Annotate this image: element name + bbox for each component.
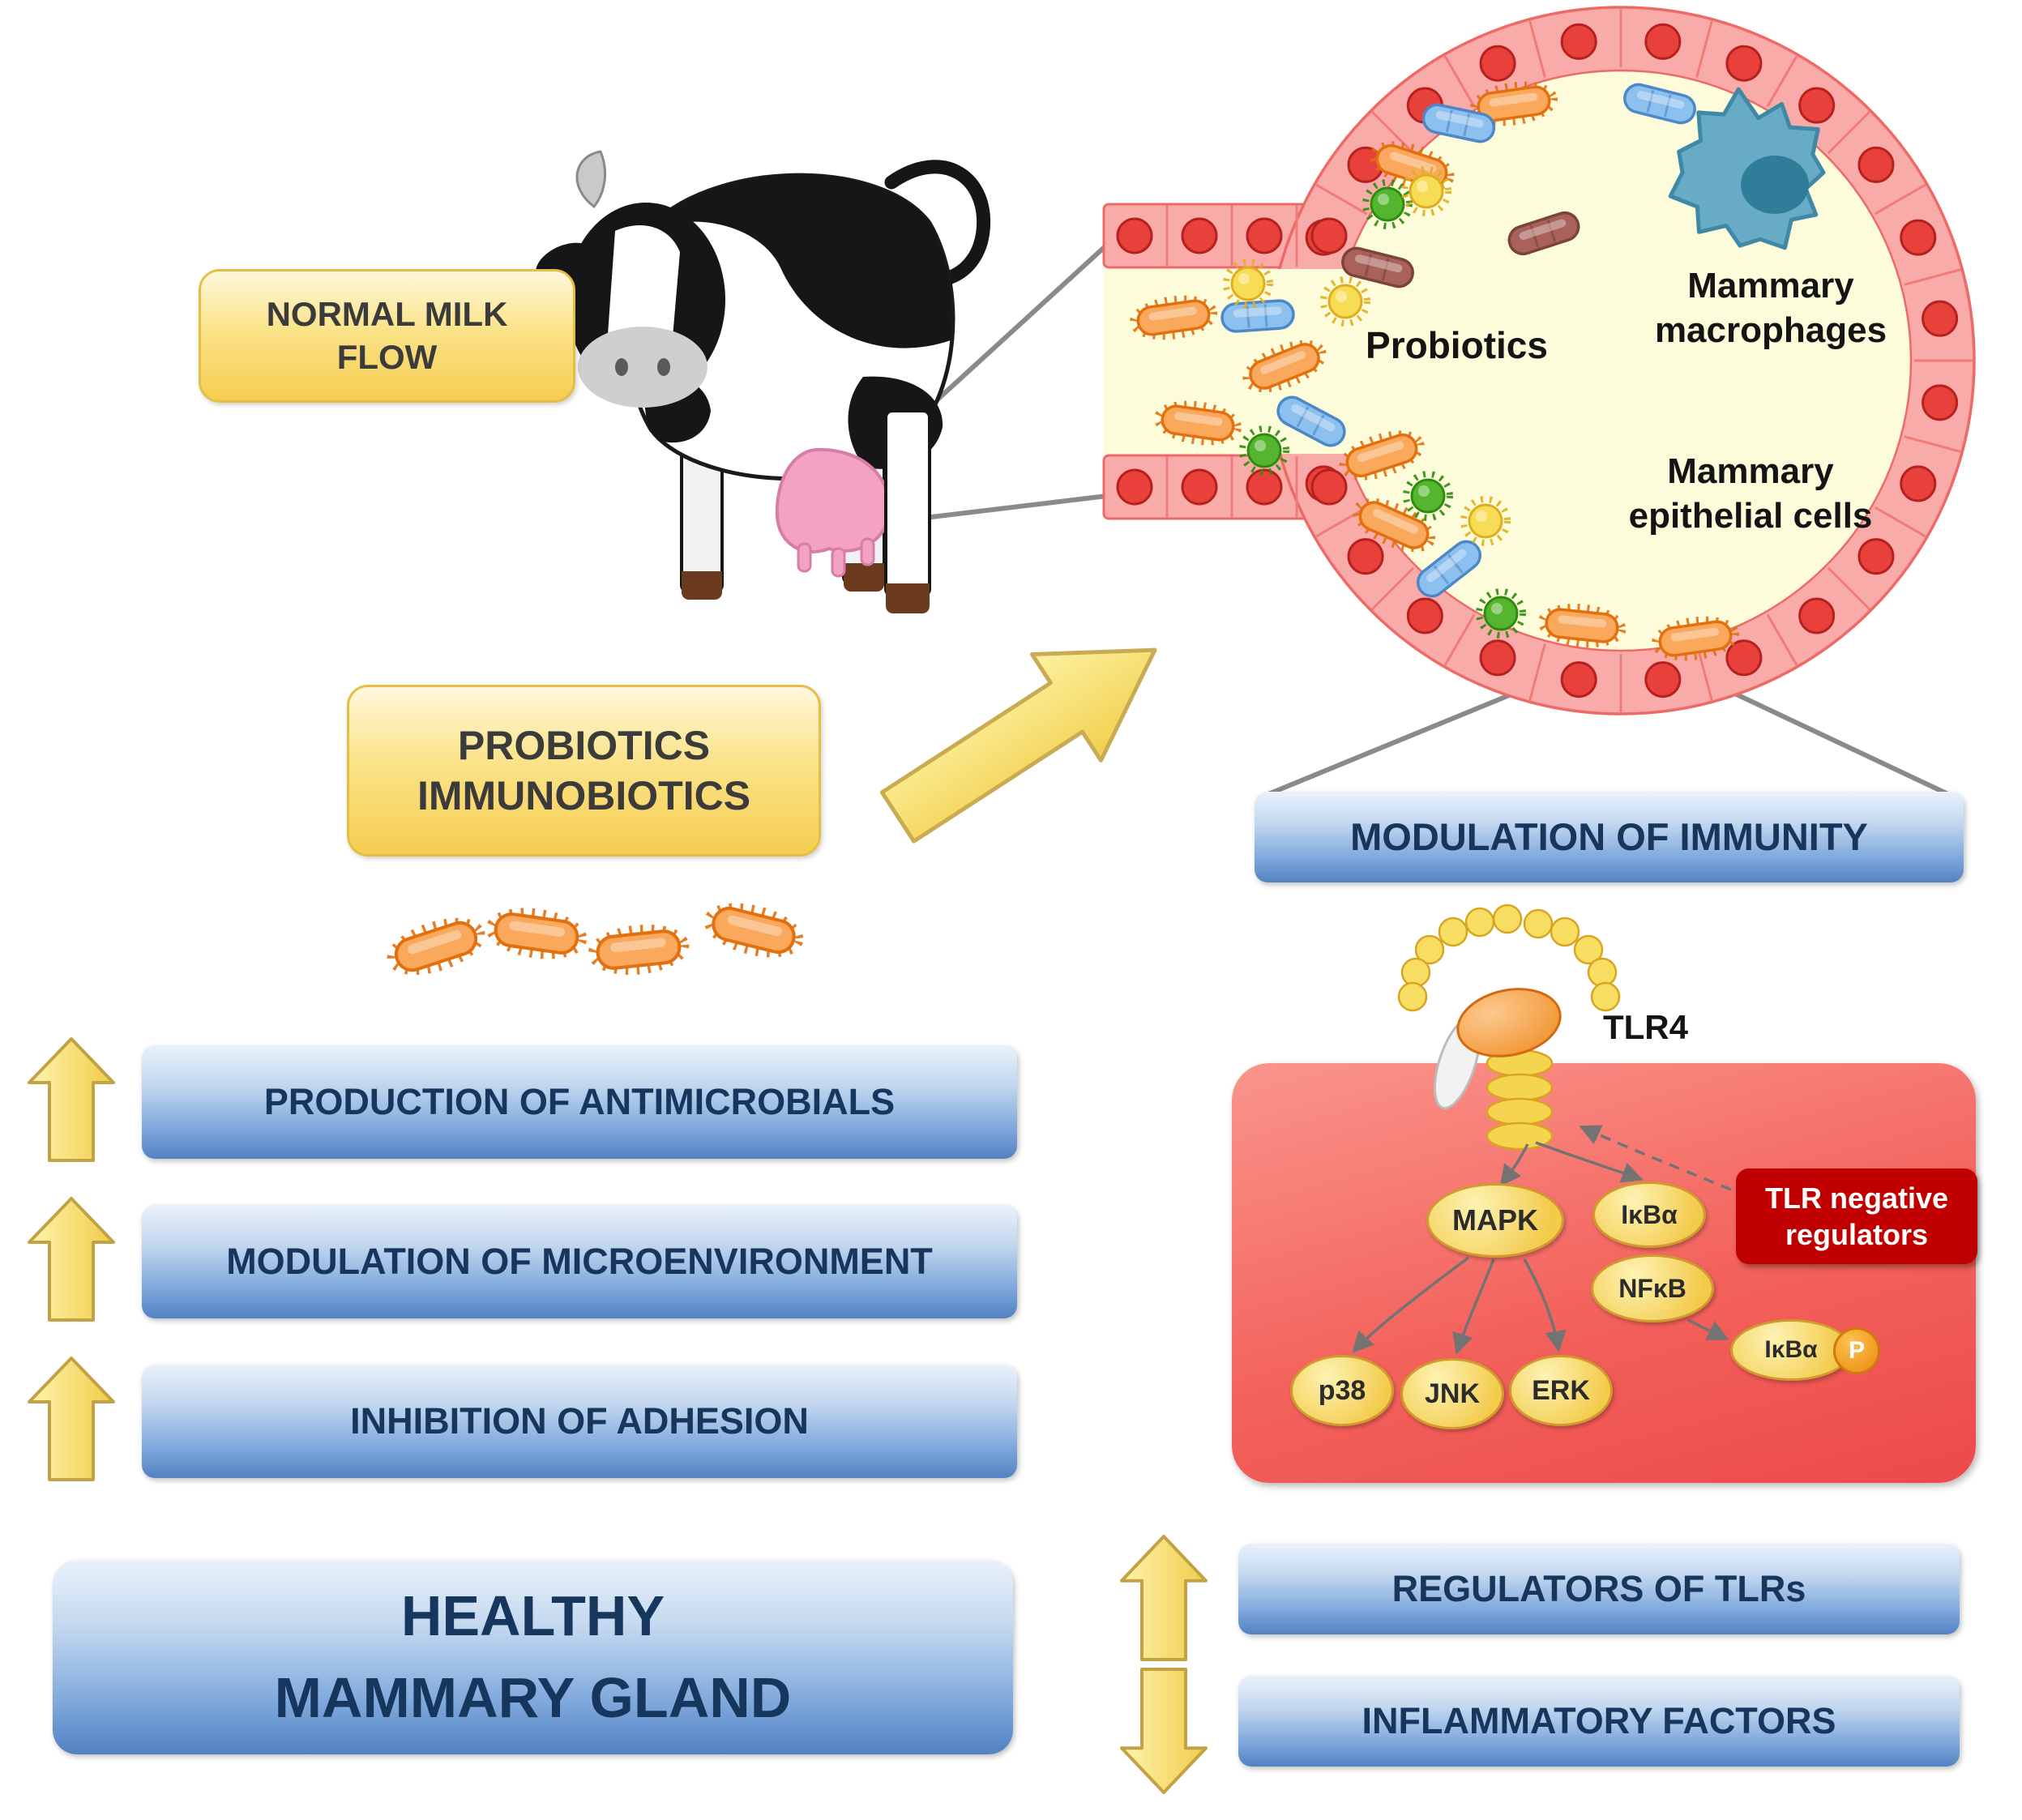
modulation-of-immunity-box: MODULATION OF IMMUNITY bbox=[1255, 792, 1964, 882]
probiotics-label: Probiotics bbox=[1366, 324, 1548, 367]
normal-milk-flow-line2: FLOW bbox=[336, 337, 438, 376]
node-mapk: MAPK bbox=[1426, 1183, 1564, 1258]
node-ikba-phosphorylated: IκBα bbox=[1730, 1319, 1852, 1381]
probiotics-immunobiotics-box: PROBIOTICS IMMUNOBIOTICS bbox=[347, 685, 821, 857]
inflammatory-factors-box: INFLAMMATORY FACTORS bbox=[1238, 1676, 1960, 1767]
tlrneg-line2: regulators bbox=[1785, 1218, 1929, 1251]
node-erk: ERK bbox=[1509, 1355, 1613, 1426]
normal-milk-flow-line1: NORMAL MILK bbox=[266, 295, 508, 333]
macrophages-line2: macrophages bbox=[1654, 310, 1887, 350]
node-nfkb: NFκB bbox=[1591, 1254, 1714, 1322]
probiotics-line1: PROBIOTICS bbox=[457, 722, 711, 768]
cow-muzzle bbox=[578, 327, 707, 408]
healthy-mammary-gland-box: HEALTHY MAMMARY GLAND bbox=[53, 1560, 1013, 1754]
phospho-p-icon: P bbox=[1833, 1327, 1880, 1374]
healthy-line2: MAMMARY GLAND bbox=[274, 1666, 792, 1729]
tlrneg-line1: TLR negative bbox=[1764, 1181, 1949, 1215]
node-p38: p38 bbox=[1290, 1355, 1394, 1426]
effect-box-inhibition-of-adhesion: INHIBITION OF ADHESION bbox=[142, 1365, 1017, 1478]
tlr4-label: TLR4 bbox=[1603, 1007, 1688, 1046]
epithelial-line1: Mammary bbox=[1667, 451, 1834, 491]
epithelial-line2: epithelial cells bbox=[1628, 495, 1873, 536]
effect-box-modulation-of-microenvironment: MODULATION OF MICROENVIRONMENT bbox=[142, 1205, 1017, 1318]
node-ikba: IκBα bbox=[1592, 1181, 1706, 1248]
probiotics-line2: IMMUNOBIOTICS bbox=[417, 773, 751, 818]
node-jnk: JNK bbox=[1400, 1358, 1504, 1429]
cow-head bbox=[566, 203, 725, 397]
cow-illustration bbox=[536, 150, 991, 613]
tlr-negative-regulators-box: TLR negative regulators bbox=[1736, 1168, 1977, 1264]
healthy-line1: HEALTHY bbox=[400, 1583, 665, 1647]
mammary-macrophages-label: Mammary macrophages bbox=[1625, 259, 1917, 357]
big-yellow-arrow-icon bbox=[879, 647, 1157, 844]
cow-horn bbox=[575, 150, 606, 209]
effect-box-production-of-antimicrobials: PRODUCTION OF ANTIMICROBIALS bbox=[142, 1045, 1017, 1159]
macrophages-line1: Mammary bbox=[1687, 266, 1854, 305]
cow-udder bbox=[775, 447, 891, 553]
regulators-of-tlrs-box: REGULATORS OF TLRs bbox=[1238, 1544, 1960, 1634]
mammary-epithelial-cells-label: Mammary epithelial cells bbox=[1601, 442, 1900, 544]
normal-milk-flow-box: NORMAL MILK FLOW bbox=[199, 269, 575, 403]
